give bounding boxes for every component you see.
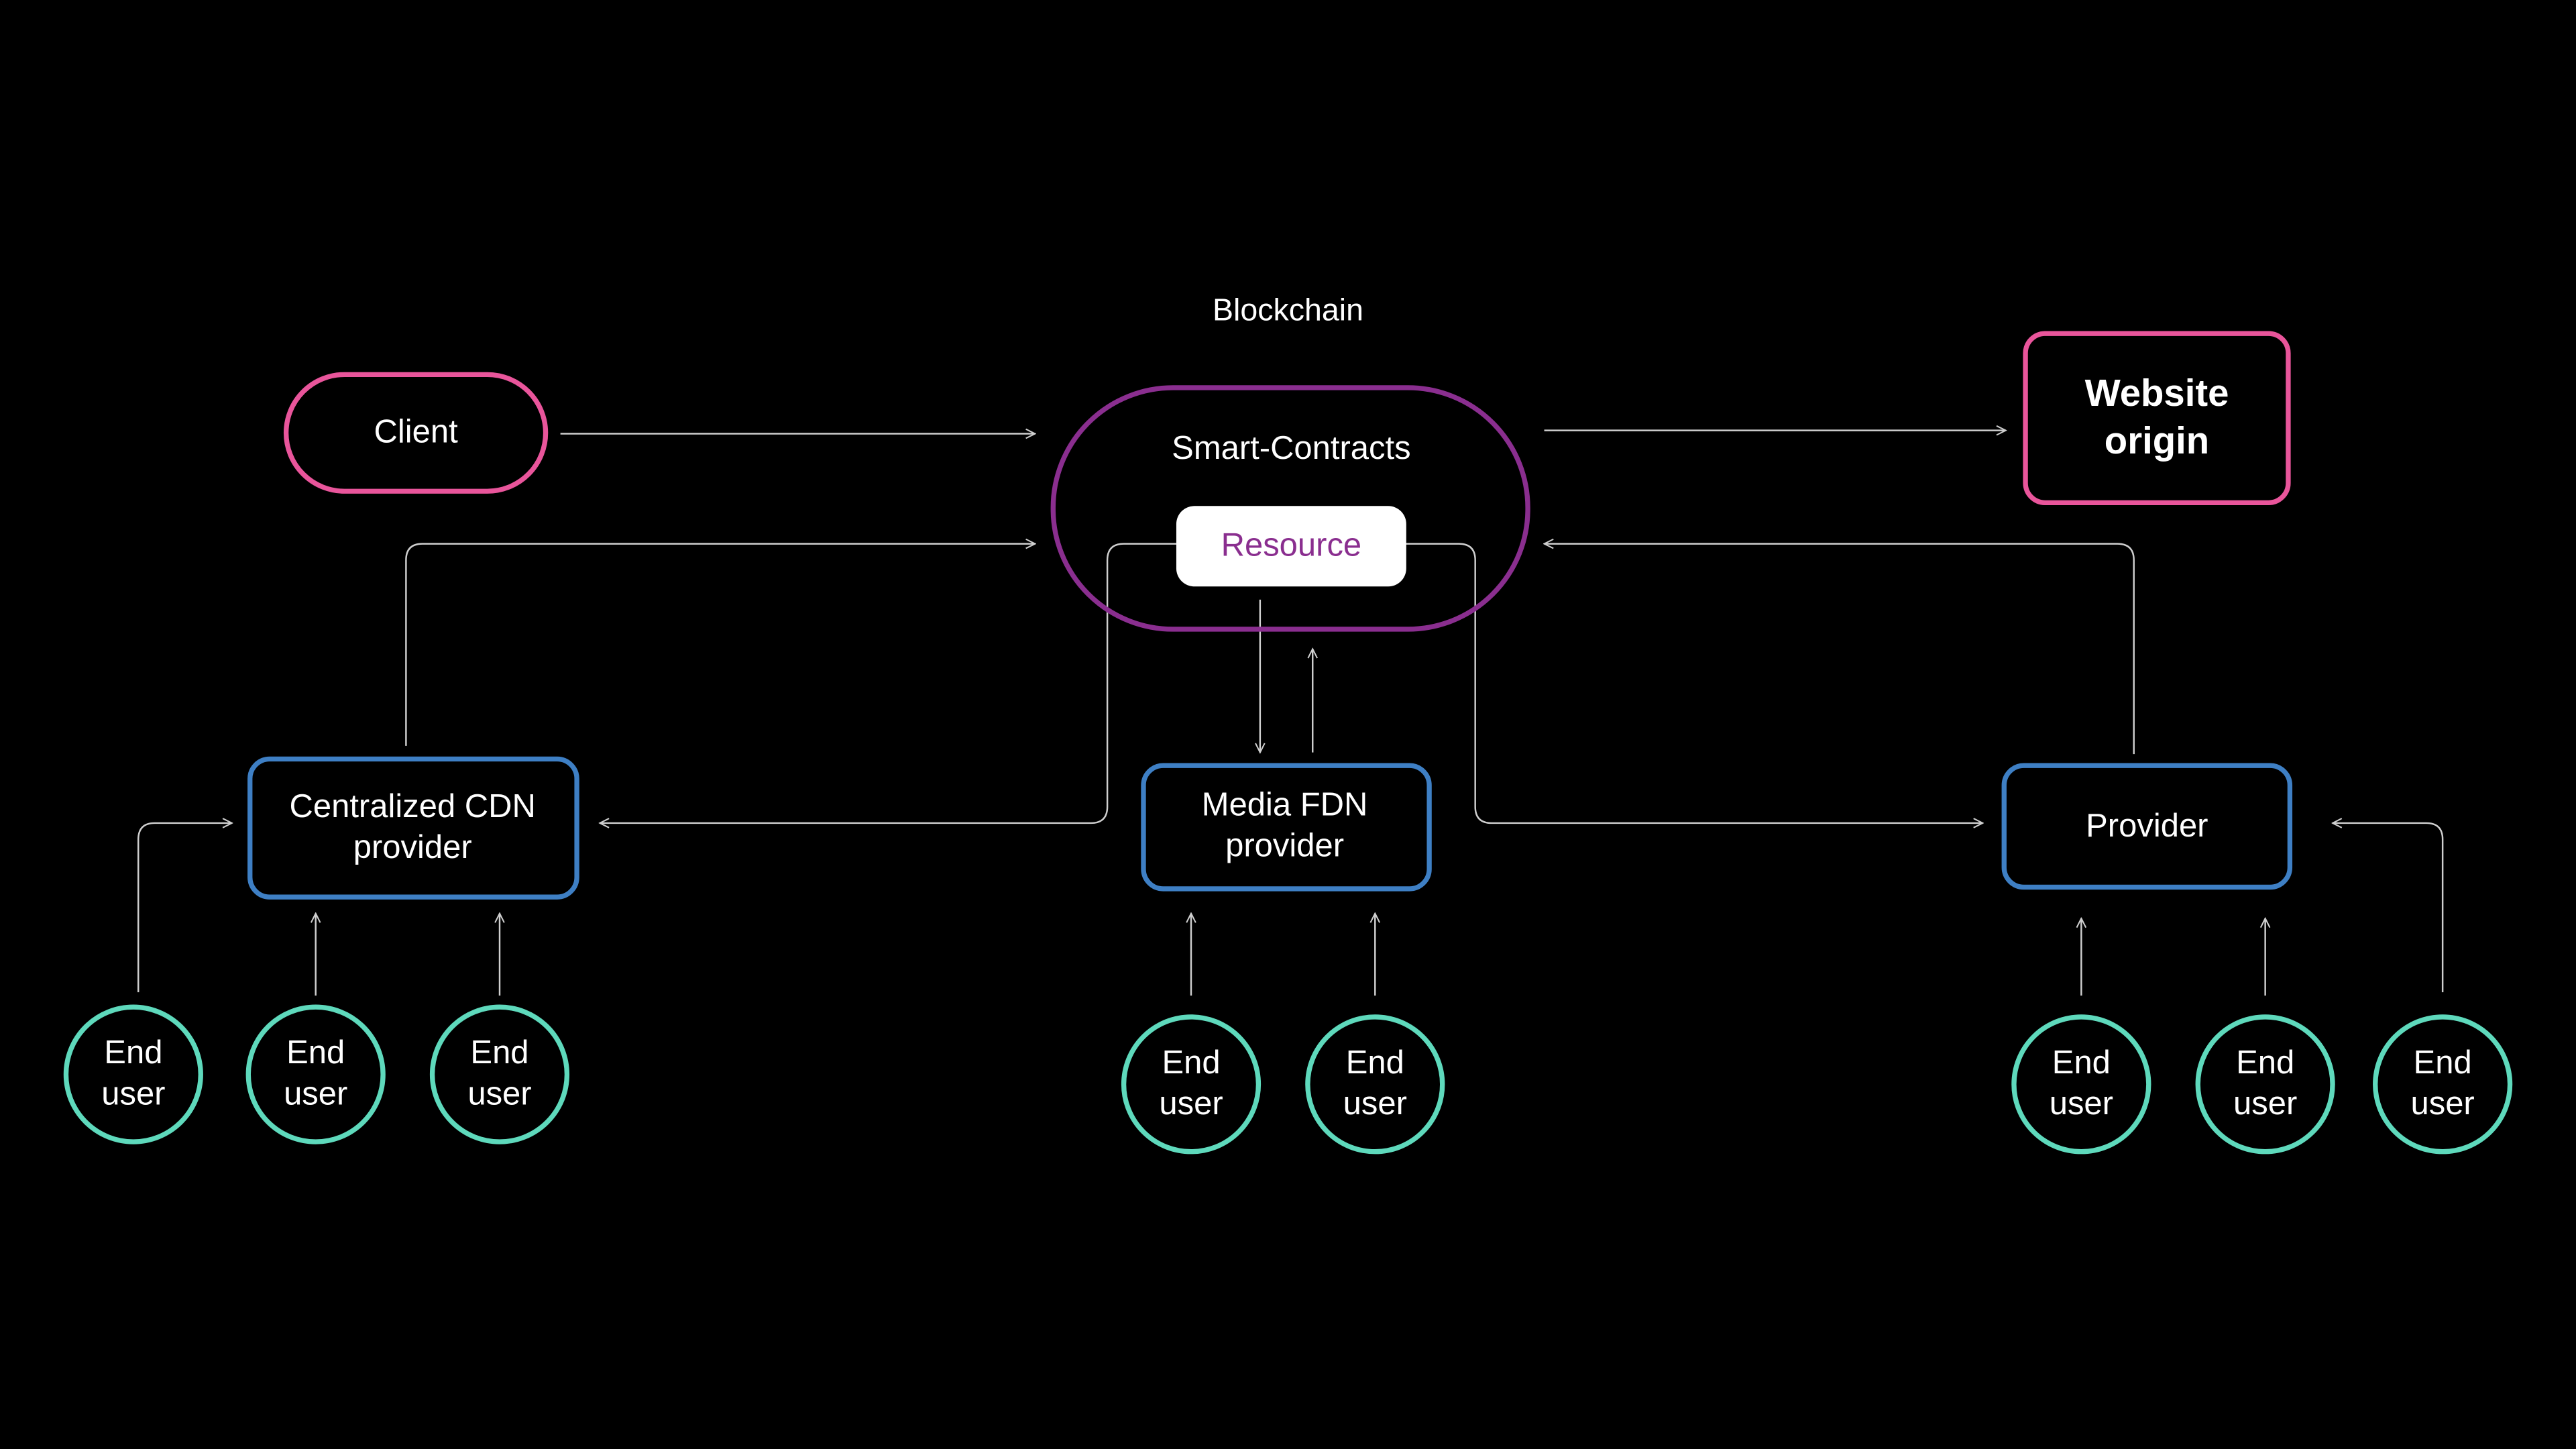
- media-fdn-label-line1: Media FDN: [1202, 786, 1368, 822]
- end-user-label-line2: user: [2410, 1085, 2474, 1122]
- arrow-cdn-to-contracts: [405, 544, 1035, 746]
- client-label: Client: [374, 413, 458, 449]
- end-user-node: End user: [429, 1004, 570, 1144]
- arrow-resource-to-provider: [1404, 543, 1982, 823]
- arrow-end-user-8-to-provider: [2333, 823, 2444, 993]
- end-user-label-line2: user: [2050, 1085, 2113, 1122]
- blockchain-title: Blockchain: [1213, 292, 1363, 327]
- website-origin-label-line1: Website: [2085, 372, 2229, 414]
- website-origin-node: Website origin: [2023, 331, 2291, 506]
- provider-node: Provider: [2001, 763, 2293, 890]
- end-user-label-line1: End: [1346, 1044, 1404, 1081]
- arrow-provider-to-contracts: [1545, 544, 2135, 755]
- resource-node: Resource: [1176, 506, 1406, 587]
- end-user-node: End user: [1305, 1014, 1445, 1155]
- client-node: Client: [283, 372, 549, 494]
- centralized-cdn-label-line1: Centralized CDN: [289, 788, 535, 824]
- end-user-label-line2: user: [2233, 1085, 2297, 1122]
- smart-contracts-label: Smart-Contracts: [1172, 430, 1410, 466]
- end-user-node: End user: [245, 1004, 386, 1144]
- end-user-label-line1: End: [470, 1034, 528, 1071]
- end-user-node: End user: [2195, 1014, 2335, 1155]
- media-fdn-provider-node: Media FDN provider: [1141, 763, 1432, 892]
- end-user-label-line2: user: [1343, 1085, 1407, 1122]
- website-origin-label-line2: origin: [2105, 419, 2209, 462]
- end-user-label-line2: user: [101, 1075, 165, 1112]
- centralized-cdn-label-line2: provider: [353, 829, 472, 865]
- end-user-label-line1: End: [286, 1034, 345, 1071]
- end-user-node: End user: [2373, 1014, 2513, 1155]
- media-fdn-label-line2: provider: [1225, 828, 1344, 864]
- end-user-label-line2: user: [1159, 1085, 1223, 1122]
- end-user-node: End user: [2011, 1014, 2151, 1155]
- end-user-label-line2: user: [284, 1075, 347, 1112]
- end-user-node: End user: [63, 1004, 203, 1144]
- connectors: [137, 431, 2444, 996]
- end-user-label-line1: End: [1162, 1044, 1220, 1081]
- end-user-label-line1: End: [2236, 1044, 2294, 1081]
- smart-contracts-node: Smart-Contracts: [1050, 385, 1530, 632]
- end-user-label-line1: End: [2414, 1044, 2472, 1081]
- resource-label: Resource: [1221, 527, 1362, 563]
- end-user-node: End user: [1121, 1014, 1262, 1155]
- arrow-resource-to-cdn: [600, 543, 1178, 823]
- end-user-label-line2: user: [467, 1075, 531, 1112]
- end-user-label-line1: End: [2052, 1044, 2111, 1081]
- end-user-label-line1: End: [104, 1034, 162, 1071]
- centralized-cdn-provider-node: Centralized CDN provider: [247, 756, 579, 900]
- provider-label: Provider: [2086, 808, 2208, 844]
- arrow-end-user-1-to-cdn: [137, 823, 232, 993]
